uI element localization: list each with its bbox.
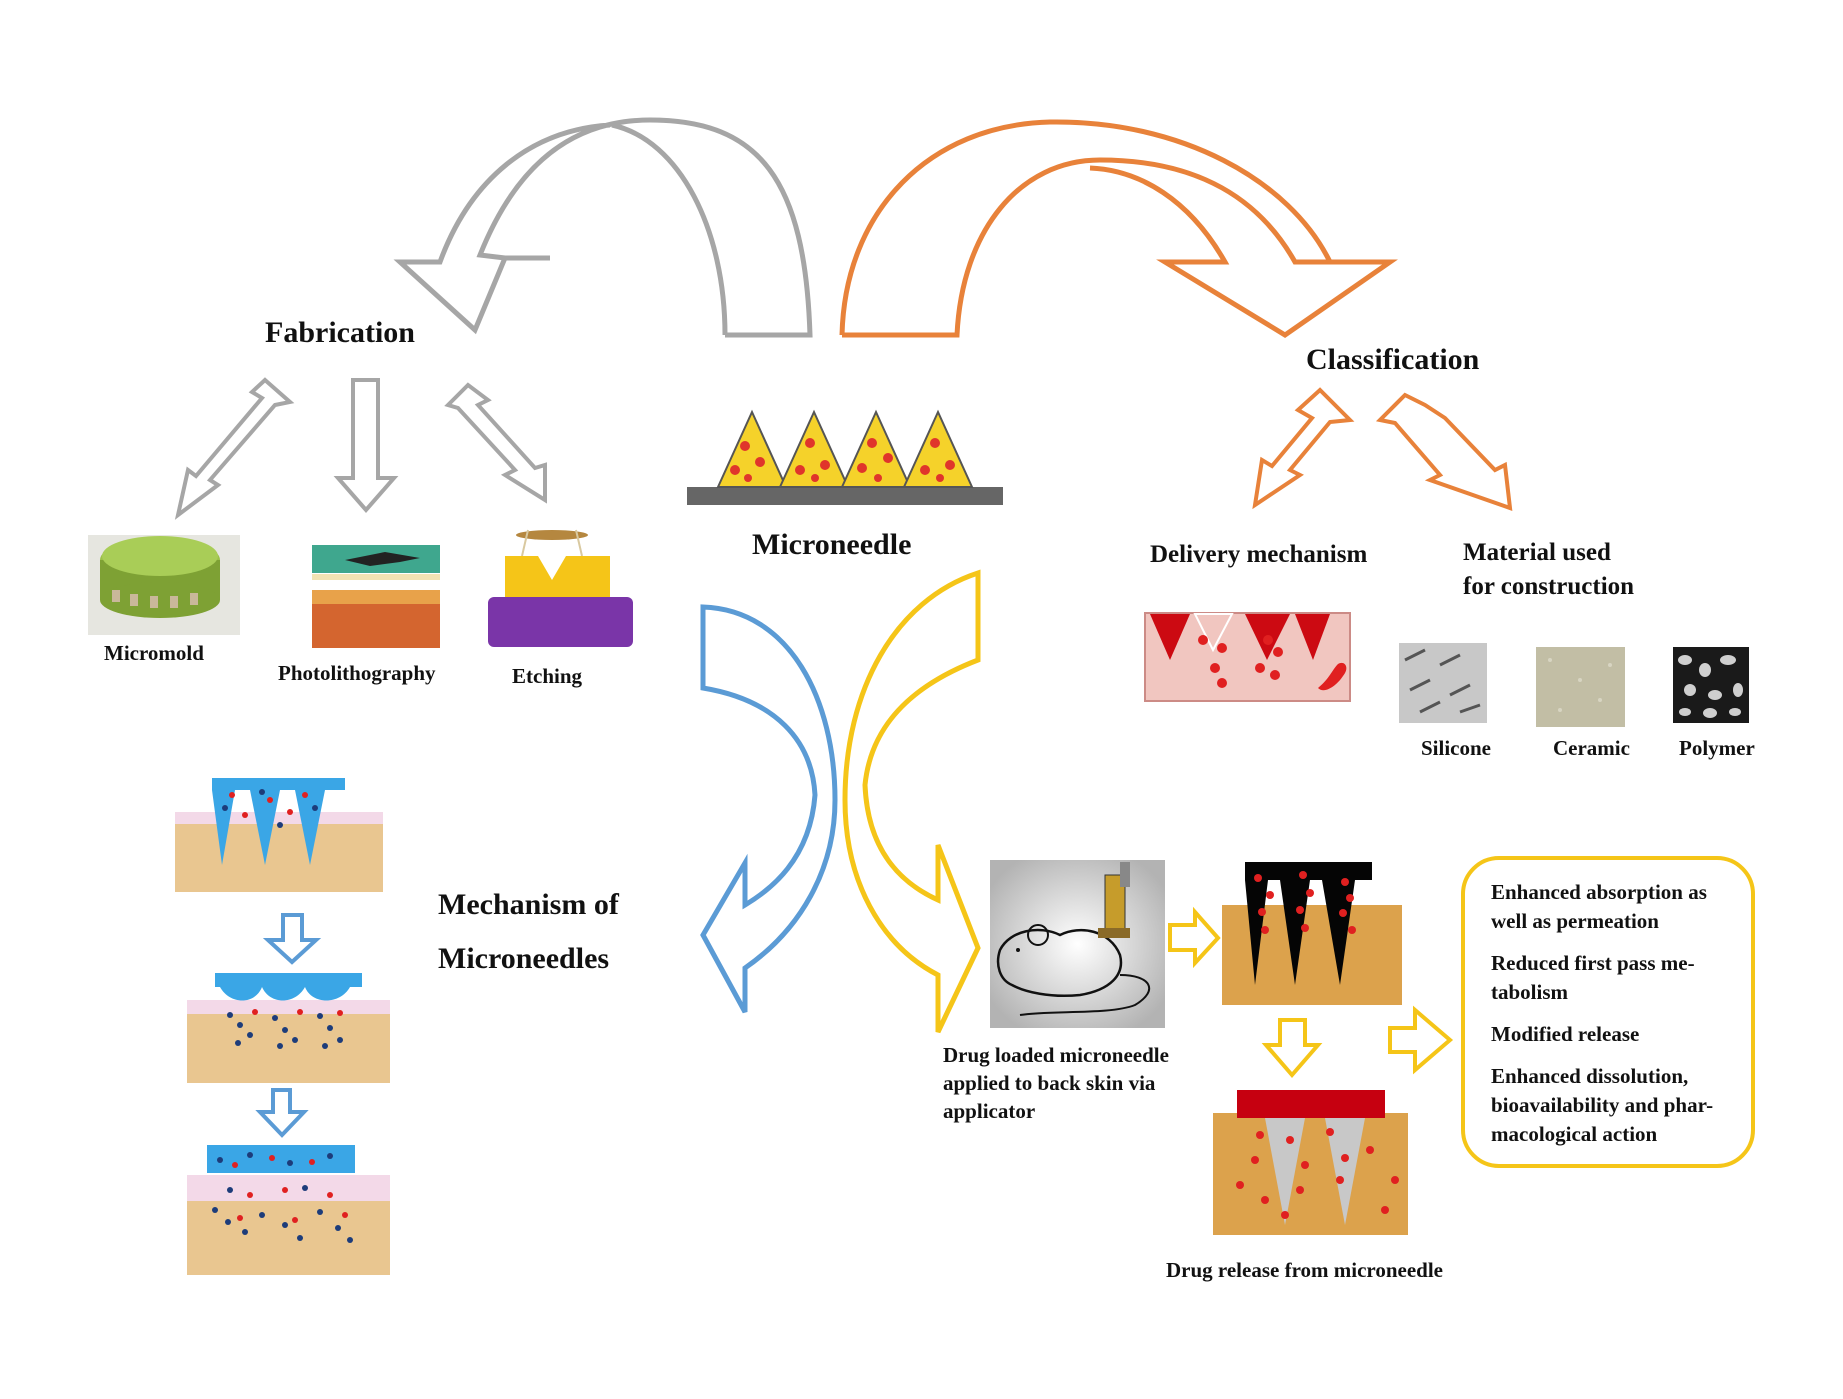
drug-release-panel	[1213, 1090, 1408, 1235]
fabrication-title: Fabrication	[265, 316, 415, 349]
ceramic-label: Ceramic	[1553, 736, 1630, 760]
benefit-item: Reduced first pass me- tabolism	[1491, 951, 1695, 1004]
application-step1-line2: applied to back skin via	[943, 1071, 1156, 1095]
mouse-applicator-image	[990, 860, 1165, 1028]
photolithography-image	[312, 545, 440, 648]
polymer-label: Polymer	[1679, 736, 1755, 760]
silicone-label: Silicone	[1421, 736, 1492, 760]
photolithography-label: Photolithography	[278, 661, 436, 685]
benefit-item: Enhanced absorption as well as permeatio…	[1491, 880, 1707, 933]
material-label-line1: Material used	[1463, 539, 1611, 566]
yellow-right-arrow-1	[1168, 906, 1221, 969]
drug-release-label: Drug release from microneedle	[1166, 1258, 1443, 1282]
gray-curved-arrow	[393, 117, 813, 338]
black-needle-panel	[1222, 862, 1402, 1005]
delivery-mechanism-label: Delivery mechanism	[1150, 541, 1368, 568]
orange-small-arrow-left	[1252, 387, 1355, 510]
mechanism-panel-3	[187, 1145, 390, 1275]
microneedle-label: Microneedle	[752, 528, 912, 561]
mechanism-title-line1: Mechanism of	[438, 888, 619, 921]
etching-image	[488, 529, 633, 647]
benefits-box: Enhanced absorption as well as permeatio…	[1461, 856, 1755, 1168]
ceramic-texture	[1536, 647, 1625, 727]
benefit-item: Enhanced dissolution, bioavailability an…	[1491, 1064, 1714, 1146]
orange-small-arrow-right	[1375, 392, 1513, 511]
material-label-line2: for construction	[1463, 573, 1635, 600]
mechanism-title-line2: Microneedles	[438, 942, 610, 975]
delivery-mechanism-image	[1144, 612, 1351, 702]
gray-small-arrow-center	[333, 378, 399, 514]
blue-down-arrow-1	[262, 913, 322, 965]
mechanism-panel-1	[175, 778, 383, 892]
polymer-texture	[1673, 647, 1749, 723]
blue-curved-arrow	[700, 604, 838, 1014]
application-step1-line3: applicator	[943, 1099, 1036, 1123]
classification-title: Classification	[1306, 343, 1480, 376]
yellow-curved-arrow	[842, 569, 981, 1034]
blue-down-arrow-2	[255, 1088, 309, 1138]
yellow-down-arrow	[1261, 1018, 1323, 1079]
orange-curved-arrow	[839, 119, 1398, 338]
microneedle-graphic	[687, 409, 1003, 505]
benefit-item: Modified release	[1491, 1022, 1640, 1046]
micromold-image	[88, 535, 240, 635]
etching-label: Etching	[512, 664, 583, 688]
gray-small-arrow-left	[174, 377, 295, 520]
micromold-label: Micromold	[104, 641, 204, 665]
silicone-texture	[1399, 643, 1487, 723]
application-step1-line1: Drug loaded microneedle	[943, 1043, 1169, 1067]
mechanism-panel-2	[187, 973, 390, 1083]
gray-small-arrow-right	[444, 382, 547, 504]
yellow-right-arrow-2	[1388, 1005, 1454, 1075]
